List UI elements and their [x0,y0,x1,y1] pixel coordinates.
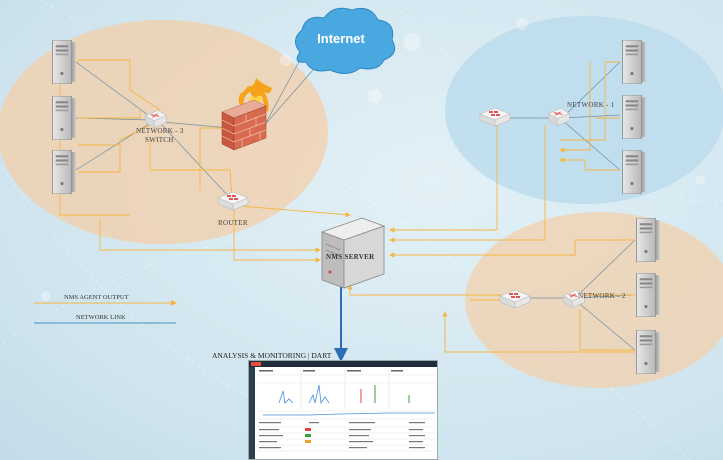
network-links [75,59,636,351]
server-icon [51,96,76,140]
internet-label: Internet [317,31,365,46]
nms-server-label: NMS SERVER [326,253,375,261]
zone-network-3 [0,20,328,244]
cloud-icon [295,7,396,74]
zone-network-1 [445,16,723,204]
legend-agent-output: NMS AGENT OUTPUT [64,294,129,301]
decorative-circles [41,18,705,301]
server-icon [635,218,660,262]
network-1-label: NETWORK - 1 [567,101,615,109]
nms-server-icon [320,217,386,289]
router-label: ROUTER [218,219,248,227]
network-2-label: NETWORK - 2 [578,292,626,300]
server-icon [621,150,646,194]
dashboard-logo [251,362,261,366]
dashboard-title: ANALYSIS & MONITORING | DART [212,351,332,360]
dashboard-thumbnail [248,360,438,460]
legend-network-link: NETWORK LINK [76,314,126,321]
network-3-label: NETWORK - 3 [136,127,184,135]
server-icon [51,40,76,84]
dashboard-content [257,369,435,452]
server-icon [635,273,660,317]
switch-label: SWITCH [145,136,174,144]
dashboard-sidebar [249,367,255,459]
server-icon [621,40,646,84]
server-icon [51,150,76,194]
firewall-icon [221,78,272,151]
server-icon [635,330,660,374]
dashboard-topbar [249,361,437,367]
server-icon [621,95,646,139]
